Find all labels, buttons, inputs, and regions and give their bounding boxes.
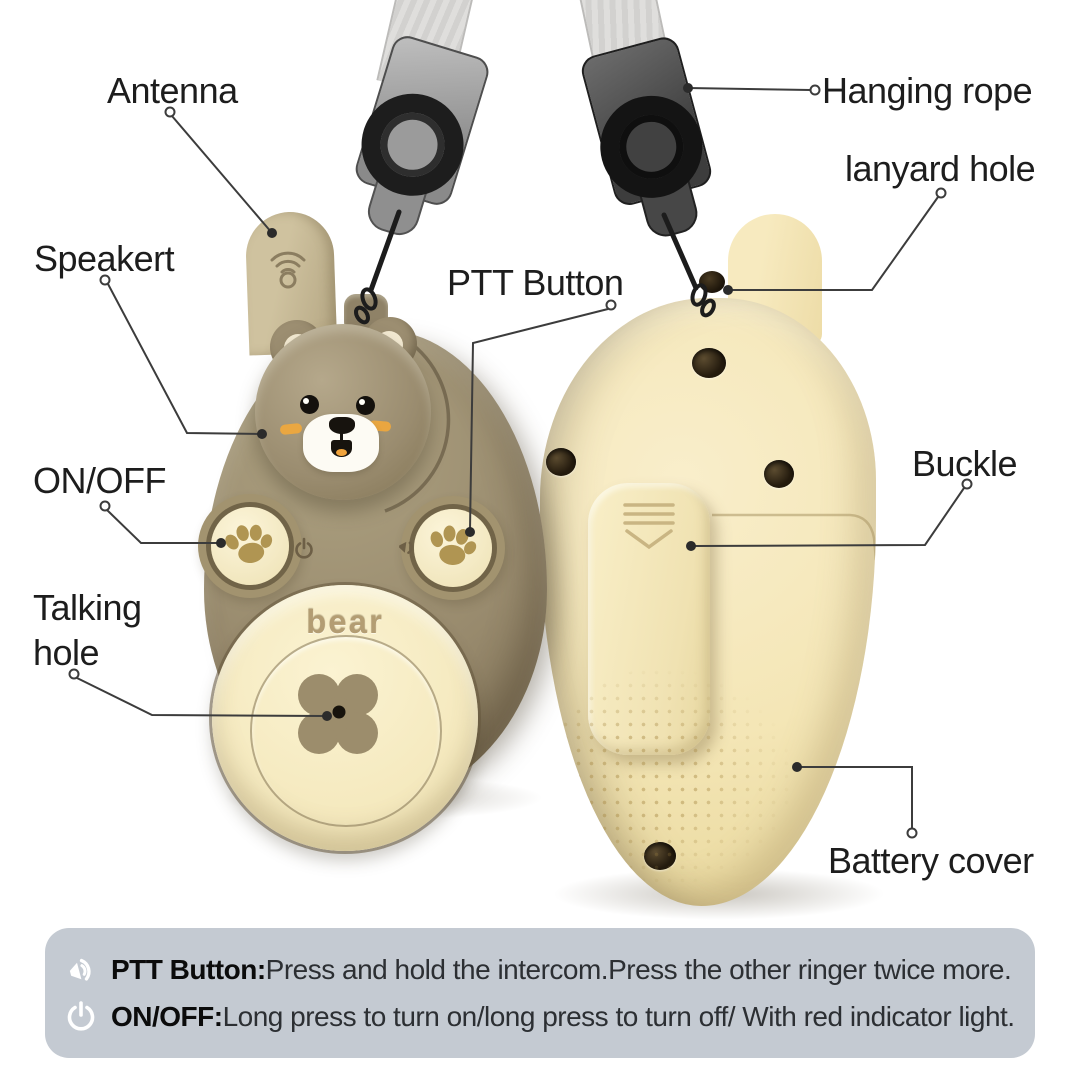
talking-hole xyxy=(332,705,346,719)
eye-glint xyxy=(303,398,309,404)
ptt-button-label: PTT Button xyxy=(447,262,624,303)
ptt-instruction-row: PTT Button:Press and hold the intercom.P… xyxy=(61,950,1019,990)
lanyard-clasp-right xyxy=(569,32,732,251)
ptt-instruction-description: Press and hold the intercom.Press the ot… xyxy=(265,953,1012,985)
ptt-instruction-text: PTT Button:Press and hold the intercom.P… xyxy=(111,953,1012,986)
hanging-rope-label: Hanging rope xyxy=(822,70,1033,111)
ptt-paw-button xyxy=(414,509,492,587)
lanyard-clasp-left xyxy=(330,29,498,250)
walkie-talkie-back-body xyxy=(540,298,876,906)
bear-tongue xyxy=(336,449,347,456)
on-off-instruction-description: Long press to turn on/long press to turn… xyxy=(222,1000,1016,1032)
screw-hole xyxy=(692,348,726,378)
battery-cover-seam xyxy=(712,513,876,561)
lanyard-hole-label: lanyard hole xyxy=(845,148,1036,189)
screw-hole xyxy=(546,448,576,476)
power-icon xyxy=(67,1000,95,1031)
belt-clip-buckle xyxy=(588,483,710,755)
bear-nose xyxy=(329,417,355,434)
screw-hole xyxy=(644,842,676,870)
buckle-label: Buckle xyxy=(912,443,1018,484)
instructions-bar: PTT Button:Press and hold the intercom.P… xyxy=(45,928,1035,1058)
lanyard-hole xyxy=(699,271,725,293)
paw-print-icon xyxy=(225,524,273,563)
talking-hole-clover xyxy=(298,674,378,754)
battery-cover-label: Battery cover xyxy=(828,840,1034,881)
buckle-chevron-icon xyxy=(623,503,675,550)
on-off-instruction-title: ON/OFF: xyxy=(111,1000,223,1032)
bear-eye-right xyxy=(356,396,375,415)
paw-print-icon xyxy=(430,525,477,565)
speaker-label: Speakert xyxy=(34,238,175,279)
front-speaker-plate: bear xyxy=(212,585,478,851)
speaker-waves-icon xyxy=(69,958,91,981)
on-off-paw-button xyxy=(211,507,289,585)
speaker-plate-inner-ring xyxy=(250,635,442,827)
on-off-label: ON/OFF xyxy=(33,460,166,501)
grip-dots-texture xyxy=(546,666,794,884)
brand-logo: bear xyxy=(306,603,384,640)
screw-hole xyxy=(764,460,794,488)
eye-glint xyxy=(359,399,365,405)
ptt-instruction-title: PTT Button: xyxy=(111,953,266,985)
bear-eye-left xyxy=(300,395,319,414)
on-off-instruction-text: ON/OFF:Long press to turn on/long press … xyxy=(111,1001,1015,1033)
bear-philtrum xyxy=(340,432,343,440)
talking-hole-label: Talking hole xyxy=(33,587,142,673)
bear-face-speaker-dome xyxy=(255,324,431,500)
on-off-instruction-row: ON/OFF:Long press to turn on/long press … xyxy=(61,997,1019,1037)
antenna-label: Antenna xyxy=(107,70,238,111)
